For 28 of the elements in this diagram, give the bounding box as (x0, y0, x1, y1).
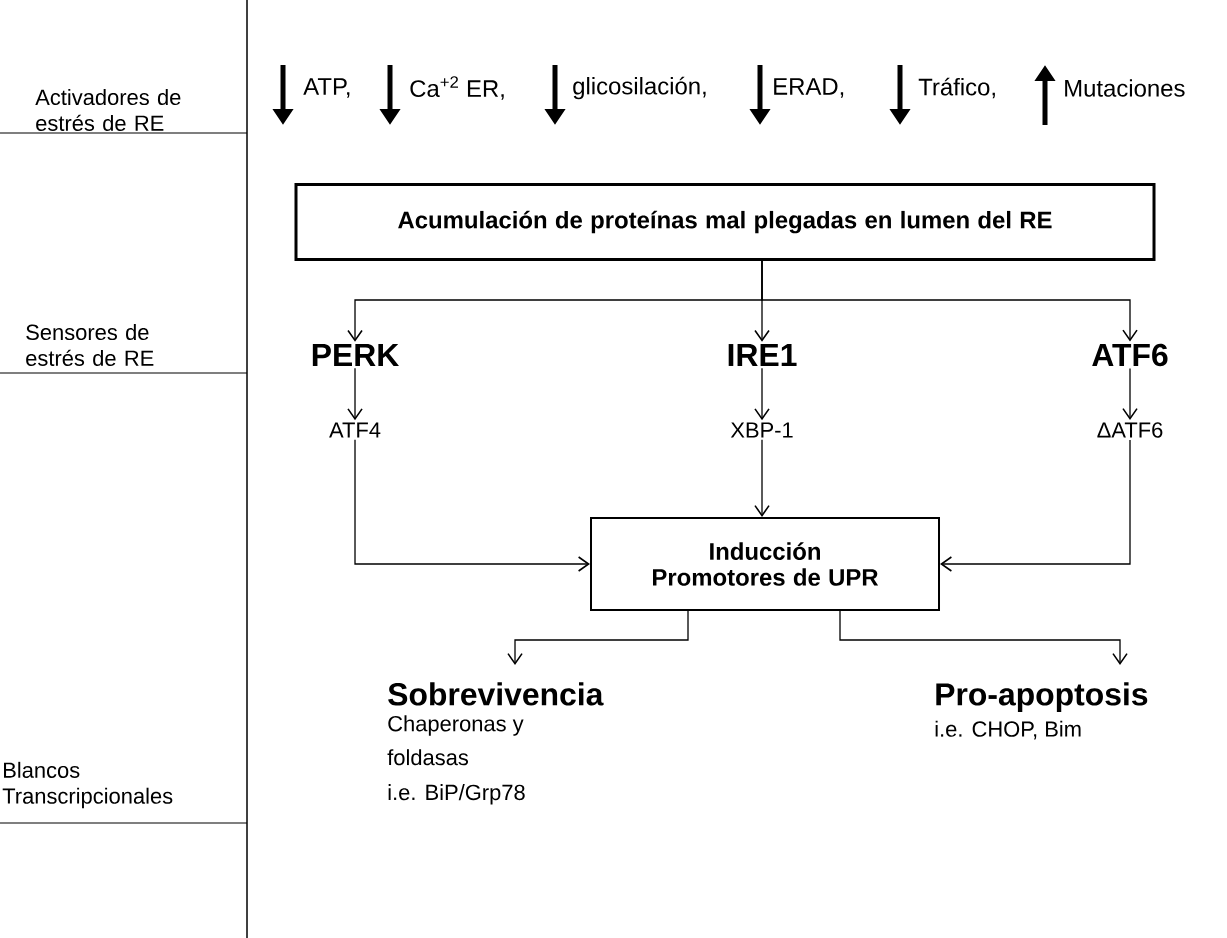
arrow (839, 610, 1128, 665)
arrow (354, 439, 590, 572)
factor-label: ATF4 (329, 422, 381, 438)
section-label: Activadores de estrés de RE (35, 89, 181, 131)
activator-label: Tráfico, (918, 77, 995, 99)
section-label: Sensores de estrés de RE (26, 324, 154, 366)
factor-label: XBP-1 (730, 422, 793, 438)
arrow (754, 367, 770, 421)
arrow (761, 260, 1138, 342)
arrow (940, 439, 1131, 572)
outcome-text: Pro-apoptosis i.e. CHOP, Bim (935, 682, 1148, 740)
outcome-text: Sobrevivencia Chaperonas y foldasas i.e. BiP/Grp78 (387, 682, 604, 805)
arrow (1122, 367, 1138, 421)
activator-label: Ca$^{+2}$ ER, (410, 76, 504, 100)
sensor-label: ATF6 (1092, 343, 1168, 367)
arrow (754, 439, 770, 517)
activator-label: ERAD, (774, 78, 844, 98)
sensor-label: IRE1 (728, 344, 797, 366)
activator-label: ATP, (303, 78, 350, 98)
factor-label: ΔATF6 (1097, 422, 1163, 438)
activator-label: glicosilación, (573, 76, 706, 100)
sensor-label: PERK (312, 344, 399, 366)
arrow (347, 367, 363, 421)
activator-label: Mutaciones (1065, 79, 1185, 97)
process-box: Acumulación de proteínas mal plegadas en lumen del RE (294, 183, 1156, 261)
arrow (507, 610, 689, 665)
section-label: Blancos Transcripcionales (2, 761, 173, 809)
process-box: Inducción Promotores de UPR (590, 517, 940, 611)
